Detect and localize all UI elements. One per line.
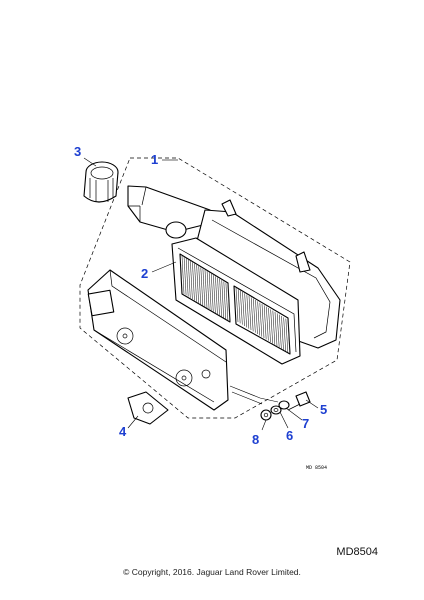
leader-2 [151, 261, 177, 273]
adaptor-ring [83, 161, 119, 203]
gasket [127, 391, 169, 425]
callout-8: 8 [252, 432, 259, 447]
fasteners [229, 385, 311, 421]
assembly-boundary [79, 157, 351, 419]
callout-5: 5 [320, 402, 327, 417]
reference-code: MD8504 [336, 546, 378, 558]
drawing-code: MD 8504 [306, 465, 328, 471]
callout-3: 3 [74, 144, 81, 159]
callout-1: 1 [151, 152, 158, 167]
leader-5 [305, 399, 319, 409]
copyright-notice: © Copyright, 2016. Jaguar Land Rover Lim… [123, 567, 301, 577]
filter-element [171, 237, 301, 365]
callout-6: 6 [286, 428, 293, 443]
air-cleaner-cover [87, 269, 229, 411]
leader-4 [127, 415, 139, 429]
leader-8 [261, 419, 267, 431]
callout-7: 7 [302, 416, 309, 431]
leader-3 [83, 157, 97, 167]
leader-6 [279, 411, 289, 429]
leader-7 [285, 407, 303, 421]
callout-4: 4 [119, 424, 127, 439]
callout-2: 2 [141, 266, 148, 281]
